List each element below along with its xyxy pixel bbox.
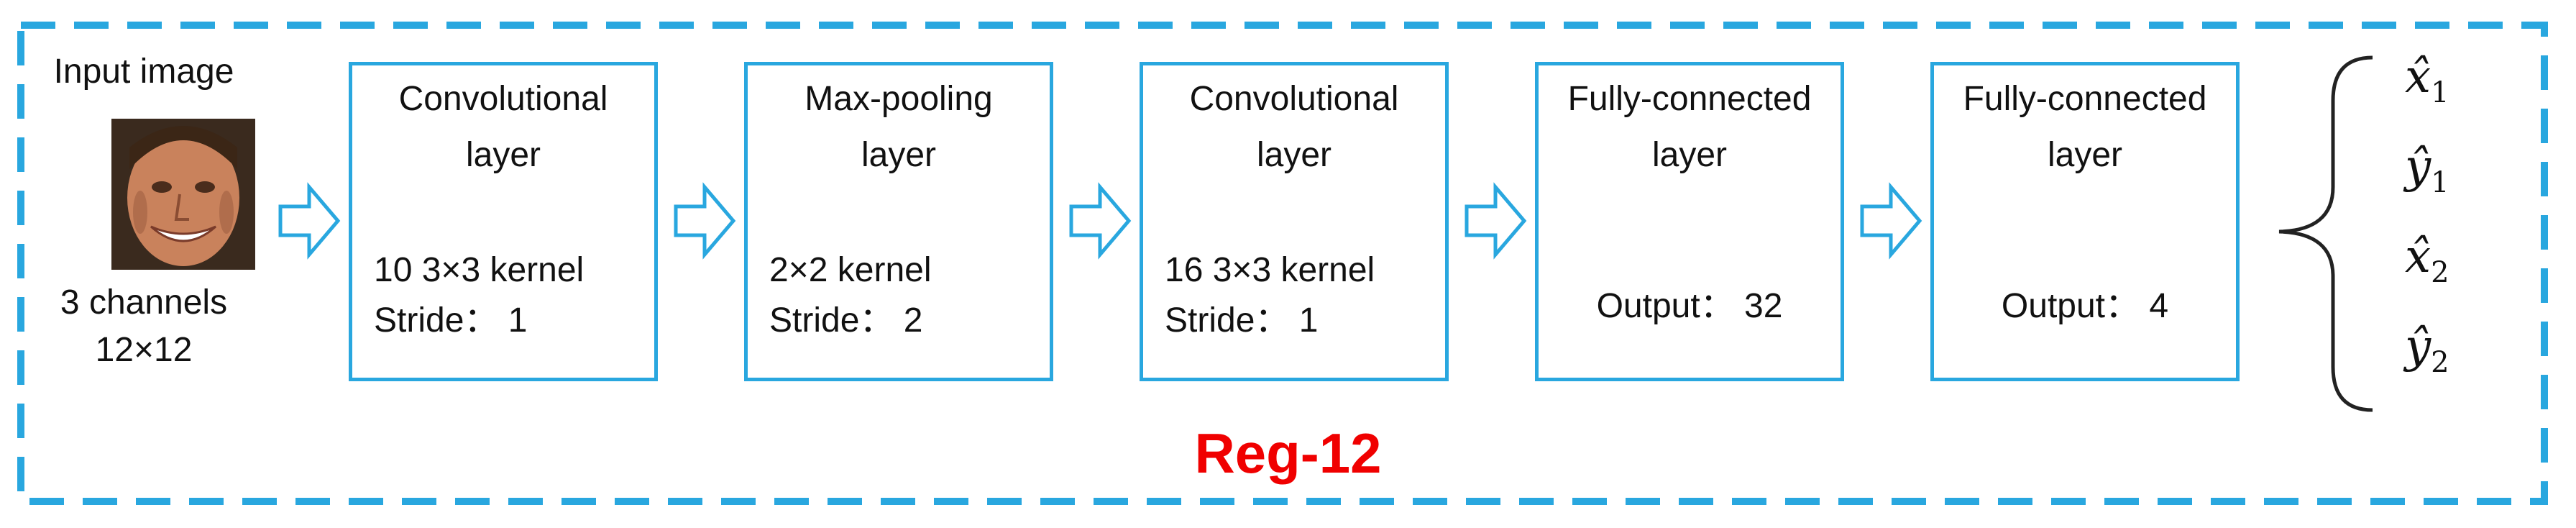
- conv-layer-2: Convolutional layer 16 3×3 kernel Stride…: [1140, 62, 1449, 381]
- output-subscript: 1: [2431, 166, 2449, 199]
- layer-params: 16 3×3 kernel Stride： 1: [1165, 245, 1438, 346]
- layer-params: Output： 32: [1539, 281, 1841, 332]
- output-symbol: x̂: [2405, 230, 2431, 283]
- layer-stride: Stride： 2: [769, 301, 923, 340]
- layer-title-line1: Fully-connected: [1963, 80, 2207, 118]
- output-y2: ŷ2: [2405, 320, 2449, 379]
- fully-connected-layer-2: Fully-connected layer Output： 4: [1930, 62, 2240, 381]
- layer-title-line1: Convolutional: [1189, 80, 1399, 118]
- right-arrow-icon: [1069, 182, 1132, 260]
- face-photo-icon: [111, 119, 255, 270]
- input-channels: 3 channels: [60, 283, 228, 322]
- layer-title-line2: layer: [861, 136, 937, 174]
- input-meta: 3 channels 12×12: [29, 279, 259, 374]
- output-symbol: x̂: [2405, 50, 2431, 104]
- conv-layer-1: Convolutional layer 10 3×3 kernel Stride…: [349, 62, 658, 381]
- layer-output: Output： 4: [2001, 287, 2169, 325]
- layer-params: 2×2 kernel Stride： 2: [769, 245, 1042, 346]
- layer-title: Fully-connected layer: [1539, 71, 1841, 183]
- output-symbol: ŷ: [2405, 320, 2431, 373]
- output-subscript: 1: [2431, 76, 2449, 109]
- layer-title-line1: Fully-connected: [1567, 80, 1812, 118]
- layer-title: Max-pooling layer: [748, 71, 1050, 183]
- right-arrow-icon: [278, 182, 341, 260]
- layer-title-line1: Max-pooling: [805, 80, 993, 118]
- layer-title: Fully-connected layer: [1934, 71, 2236, 183]
- layer-kernel: 16 3×3 kernel: [1165, 251, 1375, 289]
- layer-params: 10 3×3 kernel Stride： 1: [374, 245, 647, 346]
- layer-title: Convolutional layer: [352, 71, 654, 183]
- layer-output: Output： 32: [1596, 287, 1783, 325]
- max-pooling-layer: Max-pooling layer 2×2 kernel Stride： 2: [744, 62, 1053, 381]
- output-x2: x̂2: [2405, 230, 2449, 289]
- layer-kernel: 2×2 kernel: [769, 251, 932, 289]
- fully-connected-layer-1: Fully-connected layer Output： 32: [1535, 62, 1844, 381]
- input-size: 12×12: [95, 331, 193, 369]
- right-arrow-icon: [1465, 182, 1527, 260]
- layer-title-line2: layer: [465, 136, 541, 174]
- layer-kernel: 10 3×3 kernel: [374, 251, 585, 289]
- layer-title-line2: layer: [1651, 136, 1728, 174]
- layer-params: Output： 4: [1934, 281, 2236, 332]
- output-subscript: 2: [2431, 256, 2449, 289]
- layer-stride: Stride： 1: [1165, 301, 1319, 340]
- layer-title-line1: Convolutional: [398, 80, 608, 118]
- right-arrow-icon: [1860, 182, 1922, 260]
- dashed-frame: [17, 22, 2548, 505]
- dashed-border: [17, 22, 2548, 505]
- output-x1: x̂1: [2405, 50, 2449, 109]
- layer-title-line2: layer: [1256, 136, 1332, 174]
- layer-title-line2: layer: [2047, 136, 2123, 174]
- layer-stride: Stride： 1: [374, 301, 528, 340]
- output-y1: ŷ1: [2405, 140, 2449, 199]
- layer-title: Convolutional layer: [1143, 71, 1445, 183]
- curly-brace-icon: [2278, 55, 2373, 412]
- output-subscript: 2: [2431, 346, 2449, 379]
- input-image-label: Input image: [53, 53, 234, 91]
- output-symbol: ŷ: [2405, 140, 2431, 194]
- diagram-title: Reg-12: [1194, 422, 1382, 485]
- right-arrow-icon: [674, 182, 736, 260]
- outputs: x̂1 ŷ1 x̂2 ŷ2: [2265, 50, 2524, 424]
